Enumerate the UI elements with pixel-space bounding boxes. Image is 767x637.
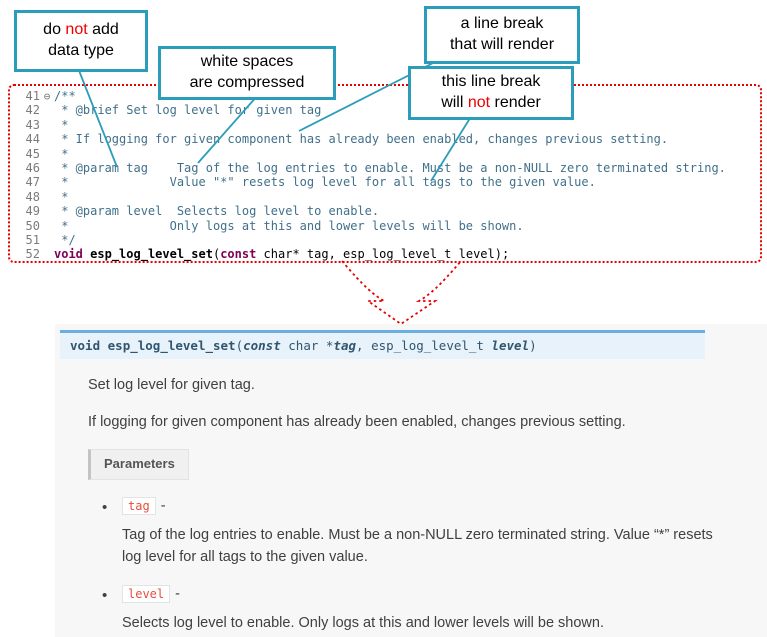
detailed-description: If logging for given component has alrea… xyxy=(88,414,626,431)
param-separator: - xyxy=(160,497,166,514)
callout-line-break-render: a line break that will render xyxy=(424,6,580,64)
callout-line: data type xyxy=(48,42,114,59)
code-text: * xyxy=(54,146,69,161)
callout-line: do not add xyxy=(43,21,119,39)
param-item-tag: • tag- Tag of the log entries to enable.… xyxy=(102,496,727,569)
param-description: Tag of the log entries to enable. Must b… xyxy=(122,526,713,565)
fold-collapse-icon: ⊖ xyxy=(43,90,51,103)
line-number: 43 xyxy=(25,117,40,132)
code-text: */ xyxy=(54,232,76,247)
brief-description: Set log level for given tag. xyxy=(88,377,255,393)
param2-name: level xyxy=(491,338,530,353)
const-keyword: const xyxy=(243,338,289,353)
code-text: * Only logs at this and lower levels wil… xyxy=(54,218,524,233)
callout-line: that will render xyxy=(449,36,555,53)
code-text: * If logging for given component has alr… xyxy=(54,132,669,147)
param-body: level- Selects log level to enable. Only… xyxy=(122,584,604,635)
code-line: 42 * @brief Set log level for given tag xyxy=(16,103,760,117)
param-body: tag- Tag of the log entries to enable. M… xyxy=(122,496,722,569)
bullet-icon: • xyxy=(102,498,108,516)
code-text: /** xyxy=(54,89,76,103)
callout-whitespace: white spaces are compressed xyxy=(158,46,336,100)
param1-type: char * xyxy=(288,338,334,353)
parameters-label: Parameters xyxy=(88,449,189,480)
code-text: const xyxy=(220,247,257,262)
line-number: 46 xyxy=(25,160,40,175)
flow-arrow-icon xyxy=(341,260,462,326)
param-item-level: • level- Selects log level to enable. On… xyxy=(102,584,727,635)
callout-line: will not render xyxy=(441,94,541,111)
code-lines: 41⊖/**42 * @brief Set log level for give… xyxy=(16,89,760,262)
param2-type: esp_log_level_t xyxy=(371,338,492,353)
code-line: 46 * @param tag Tag of the log entries t… xyxy=(16,161,760,175)
paren-open: ( xyxy=(235,338,244,353)
code-text: ( xyxy=(212,247,221,262)
code-text: * @brief Set log level for given tag xyxy=(54,103,322,118)
callout-no-datatype: do not add data type xyxy=(14,10,148,72)
line-number: 51 xyxy=(25,232,40,247)
callout-line: this line break xyxy=(441,73,541,91)
code-line: 44 * If logging for given component has … xyxy=(16,132,760,146)
line-number: 52 xyxy=(25,247,40,262)
code-text: * xyxy=(54,117,69,132)
code-line: 45 * xyxy=(16,147,760,161)
code-text: char* tag, esp_log_level_t level); xyxy=(256,247,510,262)
code-text: * Value "*" resets log level for all tag… xyxy=(54,175,596,190)
line-number: 49 xyxy=(25,204,40,219)
function-signature: void esp_log_level_set(const char *tag, … xyxy=(60,330,705,359)
bullet-icon: • xyxy=(102,587,108,605)
line-number: 44 xyxy=(25,132,40,147)
param1-name: tag xyxy=(333,338,356,353)
line-number: 41 xyxy=(25,89,40,103)
line-number: 42 xyxy=(25,103,40,118)
code-text: void xyxy=(54,247,83,262)
code-editor: 41⊖/**42 * @brief Set log level for give… xyxy=(8,84,762,263)
param-head: level- xyxy=(122,584,604,605)
code-text: * @param level Selects log level to enab… xyxy=(54,204,380,219)
code-line: 51 */ xyxy=(16,233,760,247)
code-line: 52 void esp_log_level_set(const char* tag… xyxy=(16,247,760,261)
param-description: Selects log level to enable. Only logs a… xyxy=(122,615,604,632)
callout-line: are compressed xyxy=(189,74,305,91)
param-name-literal: level xyxy=(122,585,171,604)
line-number: 50 xyxy=(25,218,40,233)
callout-line: a line break xyxy=(460,15,544,33)
function-name: esp_log_level_set xyxy=(107,338,236,353)
code-text: * @param tag Tag of the log entries to e… xyxy=(54,160,726,175)
comma: , xyxy=(356,338,372,353)
code-line: 43 * xyxy=(16,118,760,132)
code-text: esp_log_level_set xyxy=(90,247,213,262)
docs-body: Set log level for given tag. If logging … xyxy=(55,375,767,635)
paren-close: ) xyxy=(529,338,537,353)
param-head: tag- xyxy=(122,496,722,517)
line-number: 45 xyxy=(25,146,40,161)
code-line: 50 * Only logs at this and lower levels … xyxy=(16,219,760,233)
param-name-literal: tag xyxy=(122,496,156,515)
return-type: void xyxy=(70,338,108,353)
param-separator: - xyxy=(175,586,180,603)
line-number: 48 xyxy=(25,189,40,204)
callout-line-break-no-render: this line break will not render xyxy=(408,66,574,120)
code-text: * xyxy=(54,189,69,204)
callout-line: white spaces xyxy=(200,53,294,71)
line-number: 47 xyxy=(25,175,40,190)
code-line: 47 * Value "*" resets log level for all … xyxy=(16,175,760,189)
code-line: 48 * xyxy=(16,190,760,204)
code-line: 41⊖/** xyxy=(16,89,760,103)
docs-panel: void esp_log_level_set(const char *tag, … xyxy=(55,324,767,637)
code-line: 49 * @param level Selects log level to e… xyxy=(16,204,760,218)
